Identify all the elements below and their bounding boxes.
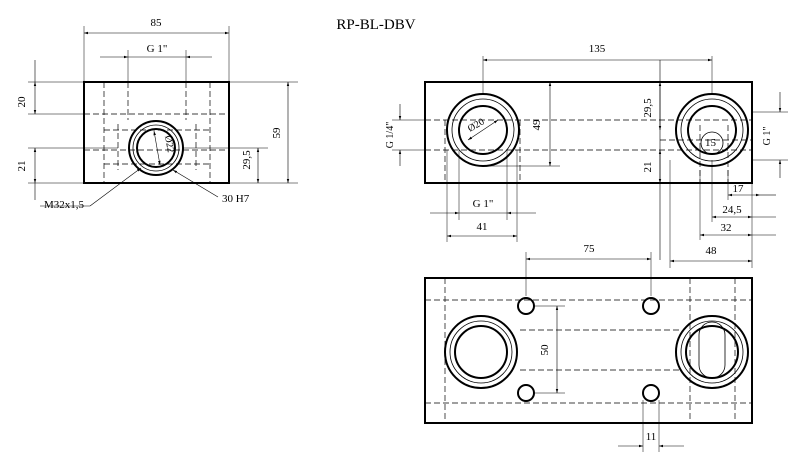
front-height-label: 59 (271, 127, 283, 139)
front-thread-callout: M32x1,5 (44, 199, 85, 211)
side-length-label: 135 (589, 43, 606, 55)
front-view: Ø22 85 G 1" 20 21 59 29,5 M (16, 17, 298, 211)
top-right-bore-outer (675, 315, 749, 389)
top-left-bore-inner (454, 325, 508, 379)
side-bore-dia-label: Ø20 (466, 116, 486, 134)
side-view-body (424, 81, 753, 184)
front-bore-dia-label: Ø22 (162, 135, 176, 154)
front-width-label: 85 (151, 17, 163, 29)
side-dim-15-label: 15 (705, 137, 717, 149)
mount-hole-top-right (642, 297, 660, 315)
top-view-body (424, 277, 753, 424)
side-right-small-bore (700, 131, 724, 155)
top-left-bore-mid (449, 320, 513, 384)
side-left-port-mid (451, 98, 515, 162)
top-view-hidden-lines (425, 278, 752, 423)
side-aux-port-label: G 1/4" (385, 122, 396, 149)
top-right-slot (698, 321, 726, 379)
side-right-port-outer (675, 93, 749, 167)
front-top-offset-label: 20 (16, 96, 28, 108)
mount-hole-top-left (517, 297, 535, 315)
side-dim-24-5-label: 24,5 (722, 204, 742, 216)
side-bottom-21-label: 21 (642, 162, 654, 173)
drawing-title: RP-BL-DBV (336, 17, 415, 33)
side-dim-32-label: 32 (721, 222, 732, 234)
top-hole-spacing-label: 75 (584, 243, 596, 255)
mount-hole-bottom-left (517, 384, 535, 402)
side-dim-48-label: 48 (706, 245, 718, 257)
top-right-bore-inner (685, 325, 739, 379)
top-hole-dia-label: 11 (646, 431, 657, 443)
mount-hole-bottom-right (642, 384, 660, 402)
top-view: 75 50 11 (424, 243, 753, 452)
side-dim-41-label: 41 (477, 221, 488, 233)
front-bottom-offset-label: 21 (16, 161, 28, 172)
side-right-port-mid (680, 98, 744, 162)
top-left-bore-outer (444, 315, 518, 389)
side-height-49-label: 49 (531, 119, 543, 131)
side-center-height-label: 29,5 (642, 98, 654, 118)
front-bore-fit-label: 30 H7 (222, 193, 250, 205)
side-right-port-label: G 1" (762, 127, 773, 146)
front-center-height-label: 29,5 (241, 150, 253, 170)
front-view-body (83, 81, 230, 184)
top-hole-vertical-spacing-label: 50 (539, 344, 551, 356)
front-bore-inner (136, 128, 176, 168)
front-bore-mid (132, 124, 180, 172)
side-bottom-port-label: G 1" (473, 198, 494, 210)
side-view: Ø20 15 G 1/4" 135 49 29,5 21 G (385, 43, 788, 268)
side-dim-17-label: 17 (733, 183, 745, 195)
top-right-bore-mid (680, 320, 744, 384)
front-port-thread-label: G 1" (147, 43, 168, 55)
side-left-port-inner (458, 105, 508, 155)
